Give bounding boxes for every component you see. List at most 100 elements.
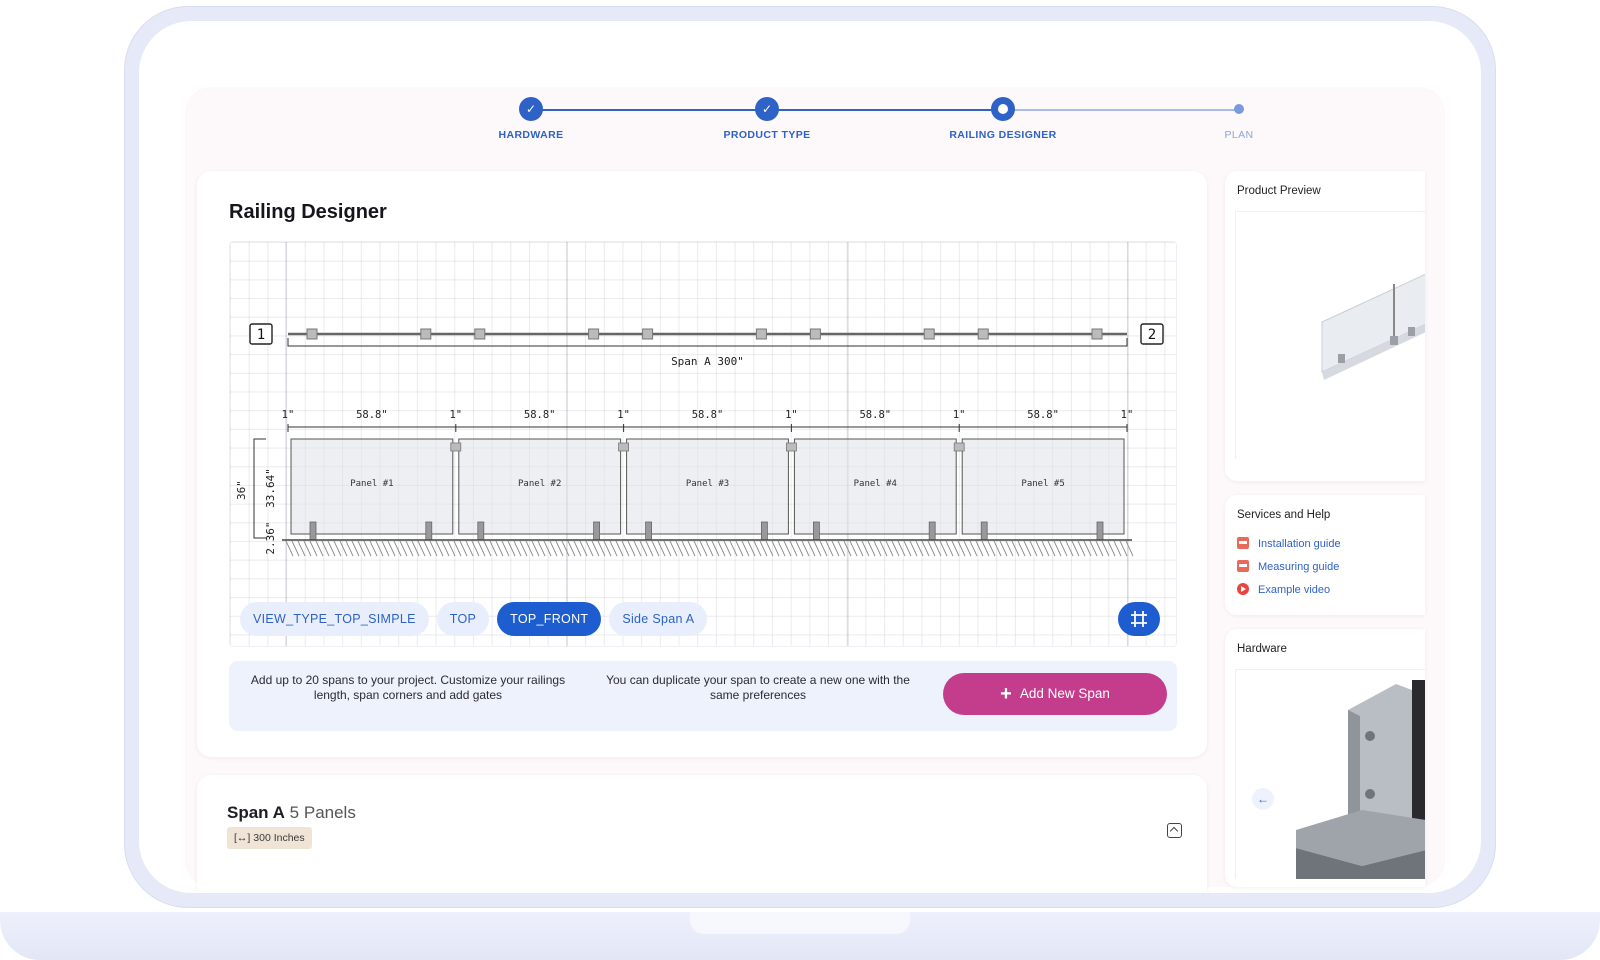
ground-hatch: [597, 540, 606, 557]
step-railing-designer[interactable]: RAILING DESIGNER: [903, 97, 1103, 141]
span-title: Span A 5 Panels: [227, 803, 356, 823]
span-name: Span A: [227, 803, 285, 822]
ground-hatch: [291, 540, 300, 557]
ground-hatch: [321, 540, 330, 557]
future-step-icon: [1234, 104, 1244, 114]
ground-hatch: [765, 540, 774, 557]
view-top-button[interactable]: TOP: [436, 602, 490, 636]
ground-hatch: [561, 540, 570, 557]
laptop-bezel: ✓ HARDWARE ✓ PRODUCT TYPE RAILING DESIGN…: [124, 6, 1496, 908]
ground-hatch: [777, 540, 786, 557]
ground-hatch: [363, 540, 372, 557]
ground-hatch: [369, 540, 378, 557]
ground-hatch: [423, 540, 432, 557]
ground-hatch: [945, 540, 954, 557]
ground-hatch: [927, 540, 936, 557]
step-label: HARDWARE: [498, 129, 564, 141]
ground-hatch: [429, 540, 438, 557]
laptop-screen: ✓ HARDWARE ✓ PRODUCT TYPE RAILING DESIGN…: [139, 21, 1481, 893]
check-icon: ✓: [755, 97, 779, 121]
laptop-notch: [690, 912, 910, 934]
ground-hatch: [897, 540, 906, 557]
ground-hatch: [1125, 540, 1134, 557]
ground-hatch: [549, 540, 558, 557]
post-marker-start: [249, 323, 273, 345]
installation-guide-link[interactable]: Installation guide: [1237, 537, 1341, 550]
example-video-link[interactable]: Example video: [1237, 583, 1330, 596]
standoff-post: [1096, 521, 1104, 541]
ground-hatch: [843, 540, 852, 557]
view-type-buttons: VIEW_TYPE_TOP_SIMPLE TOP TOP_FRONT Side …: [240, 602, 708, 636]
ground-hatch: [855, 540, 864, 557]
ground-hatch: [579, 540, 588, 557]
clamp-marker: [809, 328, 821, 340]
ground-hatch: [543, 540, 552, 557]
add-new-span-button[interactable]: +Add New Span: [943, 673, 1167, 715]
gap-dimension-label: 1": [449, 409, 462, 421]
ground-hatch: [915, 540, 924, 557]
hardware-image[interactable]: ←: [1235, 669, 1425, 879]
view-side-span-button[interactable]: Side Span A: [609, 602, 708, 636]
panel-label: Panel #4: [854, 479, 897, 489]
ground-hatch: [537, 540, 546, 557]
clamp-marker: [1091, 328, 1103, 340]
height-dimension-line: [253, 438, 266, 539]
ground-hatch: [1107, 540, 1116, 557]
ground-hatch: [975, 540, 984, 557]
ground-hatch: [813, 540, 822, 557]
ground-hatch: [741, 540, 750, 557]
view-top-front-button[interactable]: TOP_FRONT: [497, 602, 602, 636]
ground-hatch: [1029, 540, 1038, 557]
info-bar: Add up to 20 spans to your project. Cust…: [229, 661, 1177, 731]
info-text-spans: Add up to 20 spans to your project. Cust…: [250, 673, 566, 702]
clamp-marker: [923, 328, 935, 340]
clamp-marker: [642, 328, 654, 340]
step-product-type[interactable]: ✓ PRODUCT TYPE: [667, 97, 867, 141]
step-hardware[interactable]: ✓ HARDWARE: [431, 97, 631, 141]
span-length-badge: [↔] 300 Inches: [227, 827, 312, 849]
ground-hatch: [1077, 540, 1086, 557]
ground-hatch: [345, 540, 354, 557]
view-top-simple-button[interactable]: VIEW_TYPE_TOP_SIMPLE: [240, 602, 429, 636]
span-length-text: 300 Inches: [253, 832, 305, 844]
ground-hatch: [879, 540, 888, 557]
ground-hatch: [1041, 540, 1050, 557]
ground-hatch: [1023, 540, 1032, 557]
ground-hatch: [621, 540, 630, 557]
step-plan[interactable]: PLAN: [1139, 97, 1339, 141]
ground-hatch: [285, 540, 294, 557]
product-preview-image[interactable]: [1235, 211, 1425, 459]
stepper-line: [767, 109, 1003, 111]
services-help-title: Services and Help: [1237, 509, 1331, 521]
ground-hatch: [999, 540, 1008, 557]
panel-label: Panel #3: [686, 479, 729, 489]
ground-hatch: [495, 540, 504, 557]
ground-hatch: [819, 540, 828, 557]
ground-hatch: [1071, 540, 1080, 557]
ground-hatch: [417, 540, 426, 557]
step-label: RAILING DESIGNER: [949, 129, 1057, 141]
pdf-icon: [1237, 537, 1249, 549]
clamp-icon: [1296, 680, 1425, 879]
ground-hatch: [315, 540, 324, 557]
standoff-post: [813, 521, 820, 541]
ground-hatch: [351, 540, 360, 557]
ground-hatch: [483, 540, 492, 557]
stepper-line: [531, 109, 767, 111]
ground-hatch: [639, 540, 648, 557]
clamp-marker: [306, 328, 318, 340]
arrow-left-icon[interactable]: ←: [1252, 788, 1274, 810]
ground-hatch: [801, 540, 810, 557]
panel-label: Panel #1: [350, 479, 393, 489]
grid-toggle-button[interactable]: [1118, 602, 1160, 636]
ground-hatch: [687, 540, 696, 557]
height-gap-label: 2.36": [264, 521, 277, 554]
clamp-marker: [755, 328, 767, 340]
glass-panel: [458, 438, 622, 535]
measuring-guide-link[interactable]: Measuring guide: [1237, 560, 1339, 573]
panel-width-label: 58.8": [692, 409, 724, 421]
progress-stepper: ✓ HARDWARE ✓ PRODUCT TYPE RAILING DESIGN…: [185, 87, 1445, 167]
standoff-post: [928, 521, 936, 541]
collapse-span-button[interactable]: [1167, 823, 1182, 838]
